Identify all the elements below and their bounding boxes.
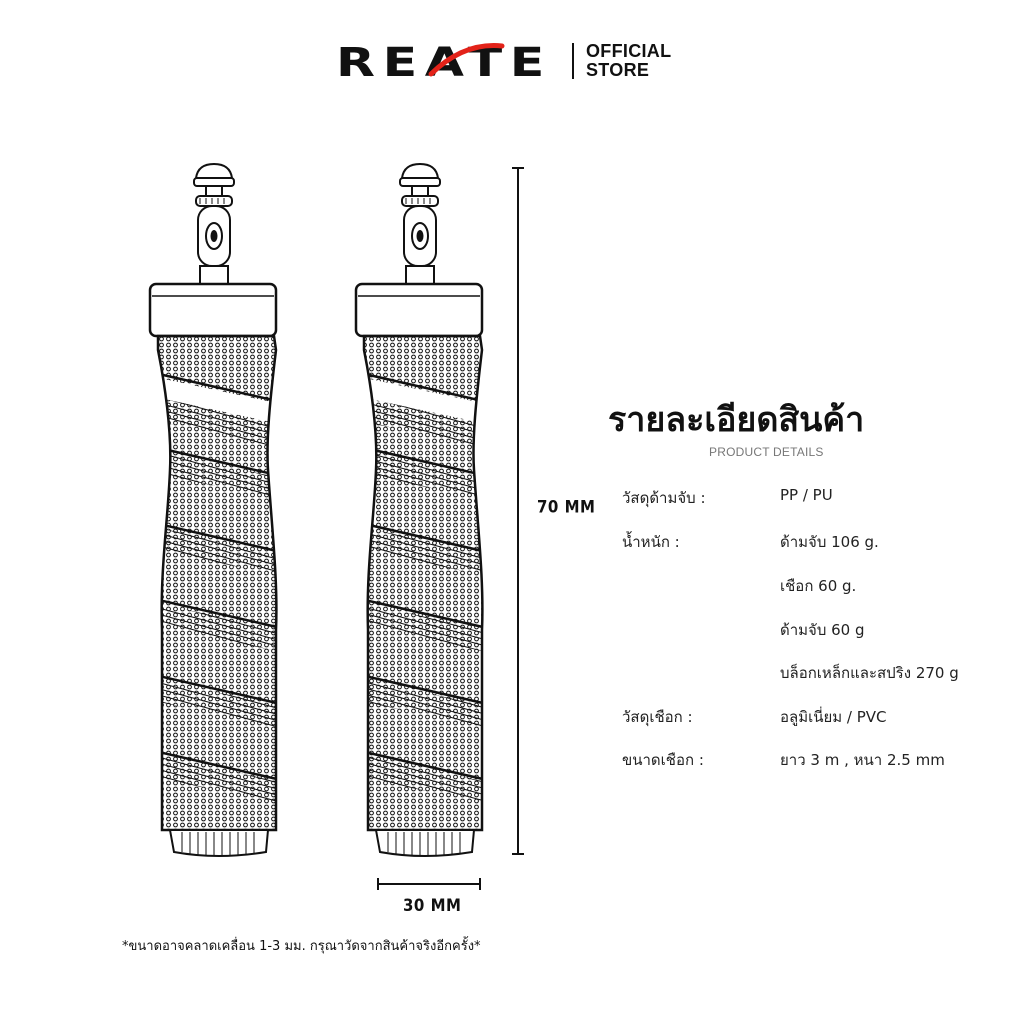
logo-divider [572, 43, 574, 79]
grip [364, 336, 483, 830]
right-handle [354, 162, 484, 857]
brand-logo: REATE OFFICIAL STORE [336, 40, 671, 82]
store-tag-line1: OFFICIAL [586, 41, 672, 61]
spec-value: PP / PU [780, 486, 833, 504]
brand-name: REATE [336, 40, 552, 82]
end-cap [374, 829, 476, 857]
end-cap [168, 829, 270, 857]
jump-rope-handles-illustration [148, 162, 484, 857]
swivel-bearing [399, 162, 441, 287]
left-handle [148, 162, 278, 857]
details-subtitle: PRODUCT DETAILS [709, 445, 824, 459]
handle-cap [148, 282, 278, 338]
height-label: 70 MM [537, 496, 596, 518]
spec-value: อลูมิเนี่ยม / PVC [780, 708, 887, 726]
spec-value: เชือก 60 g. [780, 577, 857, 595]
handle-cap [354, 282, 484, 338]
swivel-bearing [193, 162, 235, 287]
height-dimension-line [512, 167, 524, 855]
spec-value: บล็อกเหล็กและสปริง 270 g [780, 664, 959, 682]
spec-label: วัสดุด้ามจับ : [622, 489, 706, 507]
spec-value: ด้ามจับ 60 g [780, 621, 865, 639]
brand-wordmark: REATE [336, 40, 552, 82]
official-store-tag: OFFICIAL STORE [586, 42, 671, 80]
spec-label: น้ำหนัก : [622, 533, 680, 551]
width-dimension-line [377, 878, 481, 890]
grip [158, 336, 277, 830]
spec-value: ยาว 3 m , หนา 2.5 mm [780, 751, 945, 769]
spec-label: ขนาดเชือก : [622, 751, 704, 769]
swoosh-icon [428, 43, 505, 77]
measurement-disclaimer: *ขนาดอาจคลาดเคลื่อน 1-3 มม. กรุณาวัดจากส… [122, 939, 481, 954]
width-label: 30 MM [403, 894, 462, 916]
store-tag-line2: STORE [586, 60, 650, 80]
details-title: รายละเอียดสินค้า [608, 400, 865, 440]
spec-label: วัสดุเชือก : [622, 708, 693, 726]
spec-value: ด้ามจับ 106 g. [780, 533, 879, 551]
